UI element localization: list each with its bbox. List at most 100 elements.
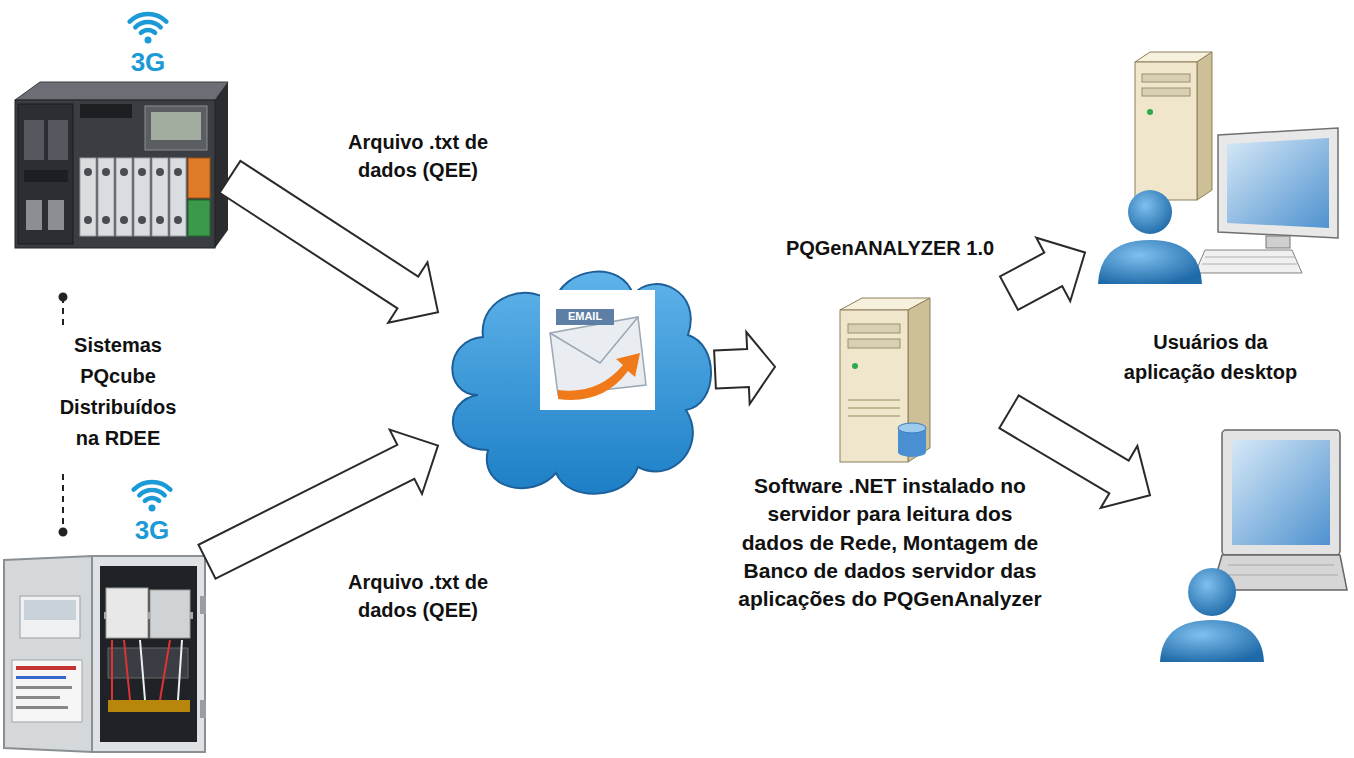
field-cabinet-part	[150, 590, 190, 638]
user-icon-part	[1188, 568, 1236, 616]
field-cabinet-part	[92, 556, 205, 752]
laptop-user	[1150, 420, 1347, 665]
database-icon	[898, 423, 926, 457]
user-icon	[1098, 190, 1202, 284]
user-icon-part	[1160, 620, 1264, 662]
pqcube-device-part	[80, 104, 132, 118]
pqcube-device-part	[188, 158, 210, 198]
field-cabinet-part	[4, 556, 92, 752]
desktop-computer-part	[1135, 62, 1197, 200]
desktop-computer	[1135, 52, 1338, 273]
cloud-outline	[452, 272, 711, 494]
label-holder: Arquivo .txt de dados (QEE)	[348, 568, 488, 624]
desktop-computer-part	[1147, 109, 1153, 115]
dashed-bracket-part	[60, 529, 67, 536]
pqcube-device-part	[151, 112, 201, 140]
pqcube-device-part	[48, 120, 68, 160]
server-icon-part	[840, 310, 908, 462]
wifi-icon-part	[149, 505, 156, 512]
desktop-computer-part	[1195, 250, 1302, 273]
pqcube-device-part-part	[102, 216, 110, 224]
node-text: Usuários da aplicação desktop	[1108, 327, 1313, 387]
field-cabinet-part	[20, 596, 80, 638]
note-text: Software .NET instalado no servidor para…	[735, 472, 1045, 614]
pqcube-device-part	[48, 200, 64, 230]
dashed-bracket-part	[60, 294, 67, 301]
pqcube-device-part-part	[174, 216, 182, 224]
wifi-icon-part	[139, 490, 164, 495]
pqcube-device-part	[188, 200, 210, 236]
pqcube-device-part-part	[174, 168, 182, 176]
pqcube-device-part	[84, 168, 182, 224]
wifi-icon-part	[145, 37, 152, 44]
dashed-bracket-part	[62, 474, 64, 532]
wifi-icon-part	[134, 482, 171, 490]
desktop-computer-part	[1266, 236, 1290, 248]
field-cabinet-part	[16, 696, 60, 699]
pqcube-device-part-part	[120, 216, 128, 224]
edge-label: Arquivo .txt de dados (QEE)	[348, 128, 488, 184]
email-icon-part	[540, 290, 655, 410]
node-text: EMAIL	[556, 309, 614, 325]
laptop-computer-part	[1222, 430, 1340, 555]
node-text: 3G	[123, 48, 173, 77]
server-icon	[840, 298, 930, 462]
pqcube-device-part-part	[84, 168, 92, 176]
email-icon-part	[558, 353, 640, 400]
desktop-computer-part	[1142, 88, 1190, 96]
server-node: PQGenANALYZER 1.0	[775, 232, 1009, 467]
node-text: 3G	[127, 516, 177, 545]
pqcube-device-part	[145, 106, 207, 150]
pqcube-device-part-part	[170, 158, 186, 236]
field-cabinet-part	[16, 676, 66, 679]
note-text: Sistemas PQcube Distribuídos na RDEE	[53, 330, 183, 454]
pqcube-device-part	[24, 170, 68, 182]
pqcube-device-part-part	[156, 216, 164, 224]
user-icon	[1160, 568, 1264, 662]
pqcube-device-part	[26, 200, 42, 230]
wifi-icon-part	[141, 30, 155, 33]
pqcube-device-part-part	[102, 168, 110, 176]
database-icon-part	[898, 447, 926, 457]
desktop-computer-part	[1202, 257, 1297, 264]
pqcube-device	[15, 82, 228, 248]
block-arrow	[714, 332, 775, 404]
wifi-icon-part	[145, 498, 159, 501]
user-icon-part	[1098, 240, 1202, 284]
desktop-computer-part	[1227, 138, 1329, 228]
desktop-computer-part	[1197, 52, 1212, 200]
pqcube-device-part	[24, 120, 44, 160]
pqcube-device-part-part	[84, 216, 92, 224]
desktop-user: Usuários da aplicação desktop	[1085, 45, 1347, 397]
field-cabinet-part	[140, 640, 182, 700]
pqcube-device-part	[15, 100, 215, 248]
wifi-icon-part	[135, 22, 160, 27]
email-cloud: EMAIL	[438, 245, 715, 507]
pqcube-device-part-part	[134, 158, 150, 236]
label-holder: Sistemas PQcube Distribuídos na RDEE	[53, 330, 183, 454]
pqcube-device-part-part	[156, 168, 164, 176]
field-cabinet-part	[100, 566, 197, 742]
field-cabinet-part	[12, 660, 82, 722]
label-holder: Arquivo .txt de dados (QEE)	[348, 128, 488, 184]
pqcube-device-part	[18, 104, 73, 244]
block-arrow	[1000, 238, 1085, 310]
cloud-shape	[438, 245, 715, 507]
pqcube-device-part	[215, 82, 228, 248]
field-cabinet	[4, 556, 206, 752]
wifi-icon	[134, 482, 171, 512]
email-icon-part	[556, 309, 614, 325]
desktop-computer-part	[1142, 74, 1190, 82]
laptop-computer-part	[1224, 565, 1338, 575]
block-arrow	[198, 430, 438, 579]
pqcube-device-part-part	[120, 168, 128, 176]
wifi-icon	[130, 14, 167, 44]
user-icon-part	[1128, 190, 1172, 234]
server-icon-part	[848, 339, 900, 348]
field-cabinet-part	[108, 648, 188, 678]
field-cabinet-part	[16, 686, 72, 689]
pqcube-device: 3G	[5, 8, 230, 253]
field-cabinet-part	[108, 700, 190, 712]
